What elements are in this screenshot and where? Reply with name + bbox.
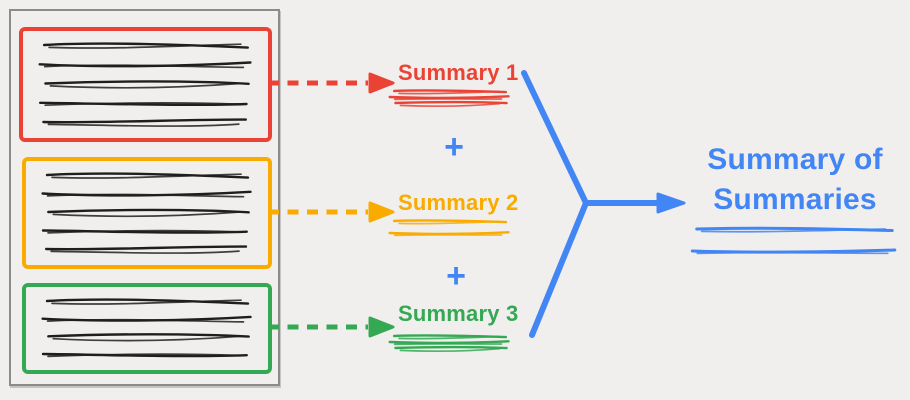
final-summary-scribble (684, 223, 904, 259)
dashed-arrow-icon-3 (268, 316, 395, 338)
document-box-3 (22, 283, 272, 374)
final-summary-label-line2: Summaries (713, 182, 877, 216)
summary-3-label: Summary 3 (398, 301, 519, 326)
summary-2-label: Summary 2 (398, 190, 519, 215)
summary-1-label: Summary 1 (398, 60, 519, 85)
dashed-arrow-icon-1 (268, 72, 395, 94)
dashed-arrow-icon-2 (268, 201, 395, 223)
document-box-1 (19, 27, 272, 142)
summary-3-scribble (386, 330, 514, 356)
summary-1-scribble (386, 85, 514, 111)
document-3-text-scribble (34, 295, 260, 362)
plus-icon-2: + (446, 257, 466, 295)
merge-arrow-icon (521, 70, 686, 338)
final-summary-label-line1: Summary of (707, 143, 883, 176)
document-box-2 (22, 157, 272, 269)
document-1-text-scribble (31, 39, 260, 130)
final-summary-label: Summary of Summaries (688, 140, 902, 220)
plus-icon-1: + (444, 128, 464, 166)
source-documents-panel (9, 9, 280, 386)
summary-2-scribble (386, 215, 514, 241)
document-2-text-scribble (34, 169, 260, 257)
